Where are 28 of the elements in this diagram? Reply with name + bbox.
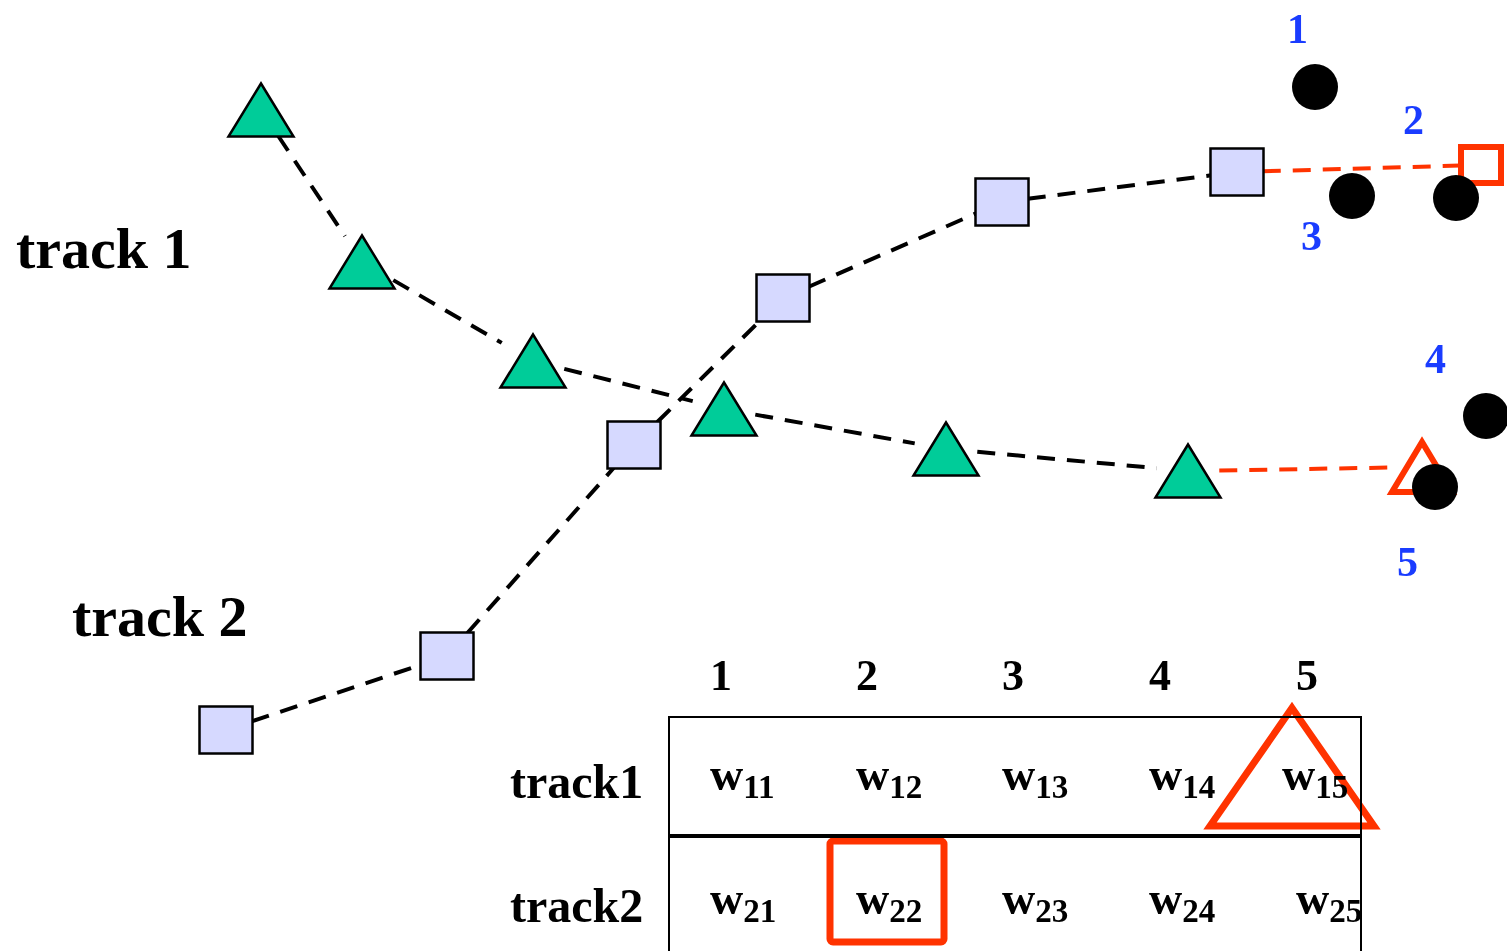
column-number: 4: [1149, 654, 1171, 698]
weight-label: w$_{13}$: [1002, 752, 1069, 804]
detection-number: 2: [1403, 99, 1424, 141]
detection-number: 3: [1301, 215, 1322, 257]
track-label: track 1: [16, 220, 192, 278]
detection-number: 1: [1287, 8, 1308, 50]
row-header: track1: [510, 758, 644, 806]
weight-label: w$_{12}$: [856, 752, 923, 804]
weight-label: w$_{23}$: [1002, 876, 1069, 928]
weight-label: w$_{25}$: [1296, 876, 1363, 928]
column-number: 2: [856, 654, 878, 698]
track-link-line: [977, 449, 1157, 471]
track-link-line: [392, 278, 503, 345]
detection-number: 4: [1425, 338, 1446, 380]
column-number: 3: [1002, 654, 1024, 698]
column-number: 1: [710, 654, 732, 698]
weight-label: w$_{22}$: [856, 876, 923, 928]
column-number: 5: [1296, 654, 1318, 698]
weight-label: w$_{24}$: [1149, 876, 1216, 928]
weight-label: w$_{11}$: [710, 752, 775, 804]
detection-number: 5: [1397, 541, 1418, 583]
weight-label: w$_{14}$: [1149, 752, 1216, 804]
track-label: track 2: [72, 588, 248, 646]
weight-label: w$_{21}$: [710, 876, 777, 928]
row-header: track2: [510, 882, 644, 930]
track-link-line: [563, 366, 694, 404]
track-link-line: [754, 412, 916, 446]
weight-label: w$_{15}$: [1282, 752, 1349, 804]
